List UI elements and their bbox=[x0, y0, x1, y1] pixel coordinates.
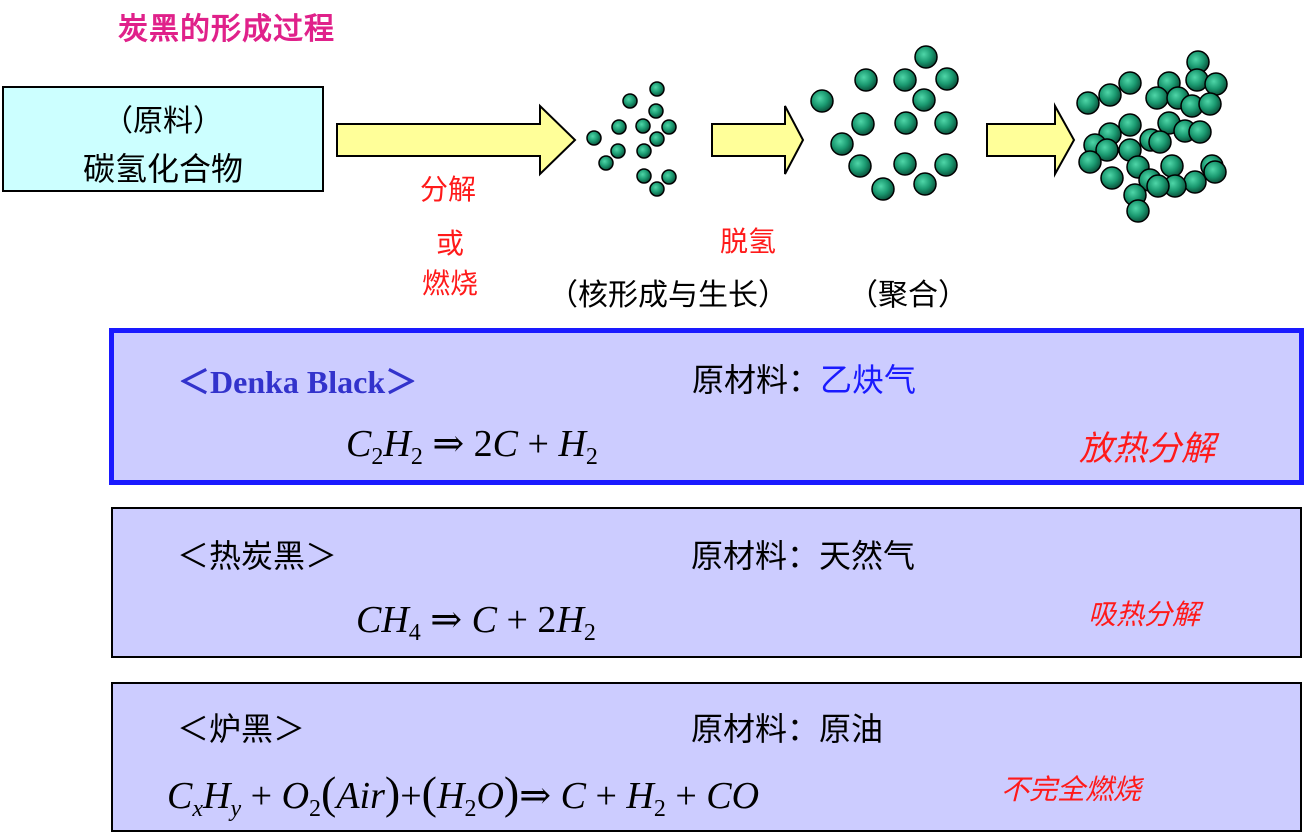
particle bbox=[649, 131, 665, 147]
aggregation-stage-label: （聚合） bbox=[848, 278, 968, 313]
raw-material-value: 天然气 bbox=[819, 537, 916, 575]
arrow-dehydrogenation bbox=[711, 105, 805, 175]
particle bbox=[1118, 71, 1142, 95]
particle bbox=[1146, 174, 1170, 198]
particle bbox=[1078, 150, 1102, 174]
particle bbox=[912, 88, 936, 112]
raw-material: 原材料：天然气 bbox=[691, 531, 915, 577]
particle bbox=[893, 68, 917, 92]
particle bbox=[1126, 199, 1150, 223]
particle bbox=[934, 111, 958, 135]
reaction-type: 吸热分解 bbox=[1088, 598, 1201, 631]
particle bbox=[636, 168, 652, 184]
particle bbox=[1188, 120, 1212, 144]
particle bbox=[934, 153, 958, 177]
particle bbox=[1198, 92, 1222, 116]
nucleation-stage-label: （核形成与生长） bbox=[548, 278, 788, 313]
particle bbox=[622, 93, 638, 109]
particle bbox=[661, 169, 677, 185]
panel-title: ＜Denka Black＞ bbox=[178, 364, 418, 400]
raw-material-box: （原料） 碳氢化合物 bbox=[2, 86, 324, 192]
particle bbox=[1204, 72, 1228, 96]
particle bbox=[611, 119, 627, 135]
panel-title: ＜炉黑＞ bbox=[177, 710, 306, 748]
aggregated-particles bbox=[1076, 50, 1228, 223]
particle bbox=[1185, 68, 1209, 92]
or-label: 或 bbox=[436, 227, 465, 260]
particle bbox=[935, 67, 959, 91]
panel-thermal-black: ＜热炭黑＞ 原材料：天然气 CH4 ⇒ C + 2H2 吸热分解 bbox=[111, 507, 1302, 658]
raw-material-name: 碳氢化合物 bbox=[82, 150, 243, 188]
particle bbox=[1160, 154, 1184, 178]
particle bbox=[1100, 166, 1124, 190]
reaction-equation: CxHy + O2(Air)+(H2O)⇒ C + H2 + CO bbox=[167, 767, 760, 822]
grown-particles bbox=[810, 45, 959, 201]
particle bbox=[1076, 91, 1100, 115]
raw-material-label: （原料） bbox=[103, 104, 223, 139]
panel-furnace-black: ＜炉黑＞ 原材料：原油 CxHy + O2(Air)+(H2O)⇒ C + H2… bbox=[111, 682, 1302, 832]
raw-material-value: 乙炔气 bbox=[820, 361, 917, 399]
raw-material-value: 原油 bbox=[819, 710, 884, 748]
particle bbox=[871, 177, 895, 201]
particle bbox=[1098, 83, 1122, 107]
particle bbox=[1203, 160, 1227, 184]
arrow-aggregation bbox=[986, 102, 1076, 178]
particle bbox=[661, 119, 677, 135]
reaction-type: 放热分解 bbox=[1079, 429, 1215, 469]
particle bbox=[810, 89, 834, 113]
particle bbox=[610, 143, 626, 159]
particle bbox=[1145, 86, 1169, 110]
particle bbox=[914, 45, 938, 69]
raw-material: 原材料：乙炔气 bbox=[692, 355, 916, 401]
particle bbox=[648, 103, 664, 119]
raw-material-label: 原材料： bbox=[691, 710, 820, 748]
raw-material-label: 原材料： bbox=[692, 361, 821, 399]
particle bbox=[851, 112, 875, 136]
reaction-equation: CH4 ⇒ C + 2H2 bbox=[356, 599, 596, 646]
particle bbox=[830, 132, 854, 156]
particle bbox=[913, 172, 937, 196]
particle bbox=[649, 181, 665, 197]
combustion-label: 燃烧 bbox=[422, 267, 479, 300]
page-title: 炭黑的形成过程 bbox=[118, 12, 335, 47]
dehydrogenation-label: 脱氢 bbox=[720, 225, 777, 258]
particle bbox=[894, 111, 918, 135]
nuclei-particles bbox=[586, 81, 677, 197]
particle bbox=[893, 152, 917, 176]
particle bbox=[1183, 170, 1207, 194]
particle bbox=[635, 118, 651, 134]
arrow-decomposition bbox=[336, 103, 577, 177]
particle bbox=[649, 81, 665, 97]
particle bbox=[1118, 113, 1142, 137]
particle bbox=[1095, 138, 1119, 162]
particle bbox=[636, 143, 652, 159]
raw-material: 原材料：原油 bbox=[691, 704, 883, 750]
decomposition-label: 分解 bbox=[420, 173, 477, 206]
panel-title: ＜热炭黑＞ bbox=[177, 537, 338, 575]
particle bbox=[1148, 130, 1172, 154]
particle bbox=[586, 130, 602, 146]
particle bbox=[598, 155, 614, 171]
raw-material-label: 原材料： bbox=[691, 537, 820, 575]
particle bbox=[848, 154, 872, 178]
reaction-equation: C2H2 ⇒ 2C + H2 bbox=[346, 423, 598, 470]
panel-denka-black: ＜Denka Black＞ 原材料：乙炔气 C2H2 ⇒ 2C + H2 放热分… bbox=[109, 328, 1304, 485]
reaction-type: 不完全燃烧 bbox=[1001, 773, 1142, 806]
particle bbox=[854, 68, 878, 92]
